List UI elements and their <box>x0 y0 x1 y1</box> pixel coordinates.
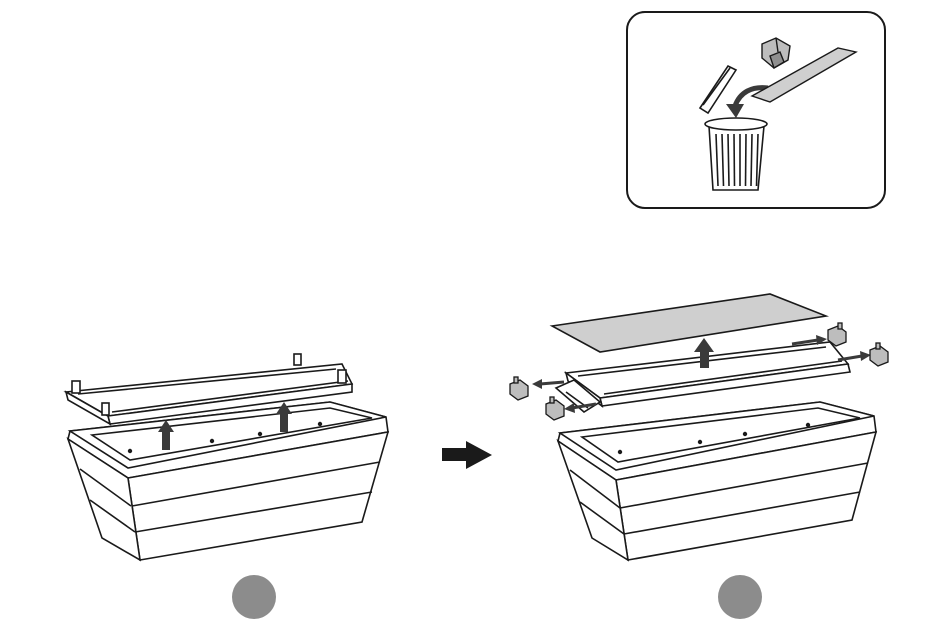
step-marker-circle <box>232 575 276 619</box>
step-1-marker <box>232 575 276 619</box>
step-marker-circle <box>718 575 762 619</box>
step-2 <box>510 294 888 560</box>
disposal-inset <box>627 12 885 208</box>
step-2-marker <box>718 575 762 619</box>
film-sheet <box>552 294 826 352</box>
planter-box <box>68 402 388 560</box>
clip-icon <box>828 323 846 346</box>
planter-box <box>558 402 876 560</box>
step-1 <box>66 354 388 560</box>
clip-icon <box>546 397 564 420</box>
right-arrow-icon <box>442 441 492 469</box>
clip-icon <box>870 343 888 366</box>
clip-icon <box>510 377 528 400</box>
